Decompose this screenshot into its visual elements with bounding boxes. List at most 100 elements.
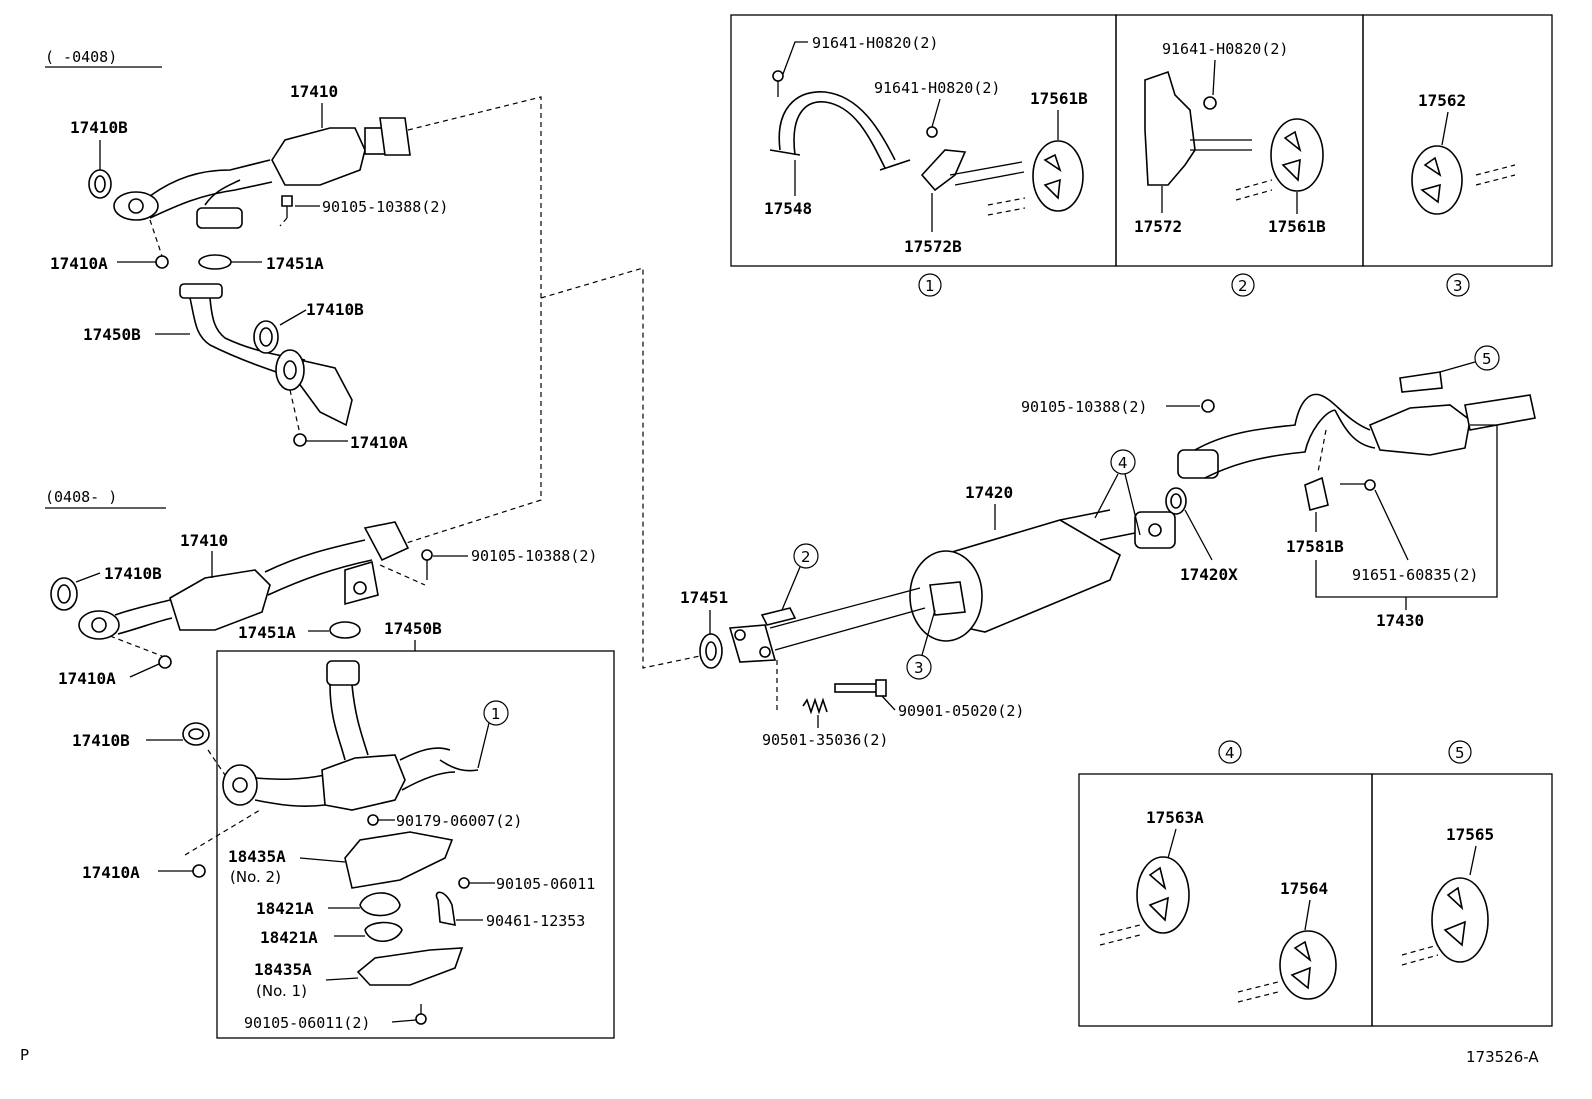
bolt-91641-a [772, 70, 784, 82]
diagram-id: 173526-A [1466, 1048, 1539, 1066]
hanger-17565 [1431, 877, 1489, 963]
label-b1-91641-b: 91641-H0820(2) [874, 79, 1000, 97]
label-18421A-a: 18421A [256, 899, 314, 918]
hanger-17562 [1411, 145, 1463, 215]
spring-90501 [802, 697, 828, 715]
exhaust-pipe-17450B-early [179, 283, 353, 427]
label-17410-mid: 17410 [180, 531, 228, 550]
bracket-17572B [920, 149, 967, 192]
bolt-m-91651 [1364, 479, 1376, 491]
callout-1-box-text: 1 [925, 277, 935, 295]
label-17410B-d: 17410B [72, 731, 130, 750]
bolt-90179 [367, 814, 379, 826]
callout-4-box-text: 4 [1225, 744, 1235, 762]
bracket-17548 [778, 91, 896, 161]
callout-4-main-text: 4 [1118, 454, 1128, 472]
label-90179: 90179-06007(2) [396, 812, 522, 830]
callout-2-main-text: 2 [801, 548, 811, 566]
box-5-hanger-set [1371, 773, 1553, 1027]
label-17410B-a: 17410B [70, 118, 128, 137]
label-m-17451: 17451 [680, 588, 728, 607]
callout-1-box [918, 273, 942, 297]
muffler-17420 [909, 509, 1176, 642]
label-m-91651: 91651-60835(2) [1352, 566, 1478, 584]
callout-5-box [1448, 740, 1472, 764]
corner-p: P [20, 1046, 29, 1064]
nut-17410A-d [192, 864, 206, 878]
callout-2-box [1231, 273, 1255, 297]
label-m-90901: 90901-05020(2) [898, 702, 1024, 720]
hanger-17581B [1304, 476, 1329, 512]
label-17451A-b: 17451A [238, 623, 296, 642]
callout-5-main [1474, 345, 1500, 371]
callout-4-main [1110, 449, 1136, 475]
callout-3-box [1446, 273, 1470, 297]
label-m-17420: 17420 [965, 483, 1013, 502]
label-17410A-a: 17410A [50, 254, 108, 273]
gasket-17451A-a [198, 254, 232, 270]
label-17410A-d: 17410A [82, 863, 140, 882]
tail-pipe-17430 [1177, 393, 1536, 479]
callout-4-box [1218, 740, 1242, 764]
bracket-17572 [1144, 70, 1196, 186]
callout-2-box-text: 2 [1238, 277, 1248, 295]
label-m-90501: 90501-35036(2) [762, 731, 888, 749]
callout-3-box-text: 3 [1453, 277, 1463, 295]
callout-3-main [906, 654, 932, 680]
label-17410A-c: 17410A [58, 669, 116, 688]
label-b1-17572B: 17572B [904, 237, 962, 256]
clamp-90461 [435, 891, 456, 927]
label-17451A-a: 17451A [266, 254, 324, 273]
label-17410-top: 17410 [290, 82, 338, 101]
box-3-hanger-set [1362, 14, 1553, 267]
label-90105-06011-b: 90105-06011(2) [244, 1014, 370, 1032]
bolt-90105-06011-b [415, 1013, 427, 1025]
label-b4-17564: 17564 [1280, 879, 1328, 898]
nut-17410A-c [158, 655, 172, 669]
intermediate-pipe [728, 587, 926, 710]
callout-3-main-text: 3 [914, 659, 924, 677]
front-pipe-17410-early [113, 117, 411, 229]
bolt-90105-06011-a [458, 877, 470, 889]
label-no2: (No. 2) [230, 868, 281, 886]
exhaust-pipe-17450B-late [222, 660, 479, 811]
label-90105-06011-a: 90105-06011 [496, 875, 595, 893]
nut-17410A-a [155, 255, 169, 269]
callout-5-box-text: 5 [1455, 744, 1465, 762]
heat-shield-18435A-no1 [356, 947, 464, 986]
label-b3-17562: 17562 [1418, 91, 1466, 110]
label-17410B-b: 17410B [306, 300, 364, 319]
label-b2-17572: 17572 [1134, 217, 1182, 236]
nut-17410A-b [293, 433, 307, 447]
bolt-91641-c [1203, 96, 1217, 110]
label-17450B-a: 17450B [83, 325, 141, 344]
range-early: ( -0408) [45, 48, 117, 66]
clamp-18421A-a [359, 892, 401, 917]
label-90105-10388-b: 90105-10388(2) [471, 547, 597, 565]
label-18435A-no2: 18435A [228, 847, 286, 866]
heat-shield-18435A-no2 [344, 831, 454, 889]
label-b5-17565: 17565 [1446, 825, 1494, 844]
gasket-17451A-b [329, 621, 361, 639]
label-b1-91641-a: 91641-H0820(2) [812, 34, 938, 52]
bolt-m-90105 [1201, 399, 1215, 413]
bolt-90901 [834, 683, 881, 693]
clamp-18421A-b [364, 921, 403, 943]
callout-1-left-text: 1 [491, 705, 501, 723]
label-90461: 90461-12353 [486, 912, 585, 930]
box-17450B-assembly [216, 650, 615, 1039]
hanger-17561B-b2 [1270, 118, 1324, 192]
label-17410B-c: 17410B [104, 564, 162, 583]
front-pipe-17410-late [78, 521, 410, 640]
label-m-17430: 17430 [1376, 611, 1424, 630]
hanger-17563A [1136, 856, 1190, 934]
bolt-90105-10388-b [421, 549, 433, 561]
range-late: (0408- ) [45, 488, 117, 506]
label-18421A-b: 18421A [260, 928, 318, 947]
label-90105-10388-a: 90105-10388(2) [322, 198, 448, 216]
label-b1-17548: 17548 [764, 199, 812, 218]
callout-1-left [483, 700, 509, 726]
label-m-17420X: 17420X [1180, 565, 1238, 584]
bolt-91641-b [926, 126, 938, 138]
